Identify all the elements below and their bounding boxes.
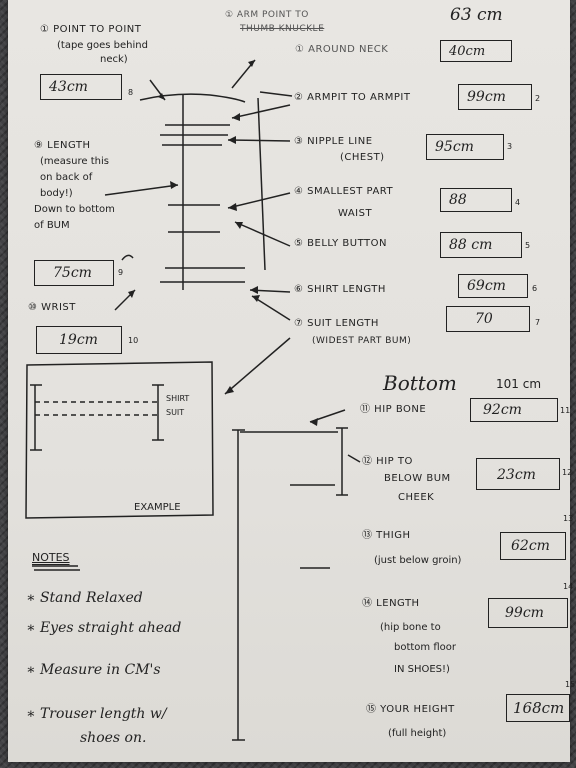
length-l3: on back of bbox=[40, 172, 93, 183]
length-l6: of BUM bbox=[34, 220, 70, 231]
note-3: ∗ Measure in CM's bbox=[26, 662, 161, 678]
armpit-num: 2 bbox=[535, 94, 541, 103]
neck-label: ① AROUND NECK bbox=[295, 44, 389, 55]
thigh-value: 62cm bbox=[500, 532, 566, 560]
shirt-length-value: 69cm bbox=[458, 274, 528, 298]
hip-bone-label: ⑪ HIP BONE bbox=[360, 404, 427, 415]
waist-num: 4 bbox=[515, 198, 521, 207]
suit-length-sub: (WIDEST PART BUM) bbox=[312, 336, 412, 346]
neck-value: 40cm bbox=[440, 40, 512, 62]
hip-to-below-label: ⑫ HIP TO bbox=[362, 456, 413, 467]
nipple-value: 95cm bbox=[426, 134, 504, 160]
arm-label-2: THUMB KNUCKLE bbox=[240, 24, 325, 34]
example-label: EXAMPLE bbox=[134, 502, 181, 513]
length-l4: body!) bbox=[40, 188, 73, 199]
hip-to-below-sub: BELOW Bum bbox=[384, 473, 451, 484]
hip-to-below-num: 12 bbox=[562, 468, 573, 477]
hip-to-below-sub2: CHEEK bbox=[398, 492, 435, 503]
suit-length-num: 7 bbox=[535, 318, 541, 327]
leg-length-label: ⑭ LENGTH bbox=[362, 598, 420, 609]
length-num: 9 bbox=[118, 268, 124, 277]
length-value: 75cm bbox=[34, 260, 114, 286]
armpit-label: ② ARMPIT to ARMPIT bbox=[294, 92, 411, 103]
note-1: ∗ Stand Relaxed bbox=[26, 590, 143, 606]
shirt-length-num: 6 bbox=[532, 284, 538, 293]
belly-value: 88 cm bbox=[440, 232, 522, 258]
suit-length-label: ⑦ SUIT LENGTH bbox=[294, 318, 379, 329]
note-5: shoes on. bbox=[80, 730, 147, 746]
nipple-label: ③ NIPPLE LINE bbox=[294, 136, 373, 147]
leg-length-num: 14 bbox=[563, 582, 574, 591]
shirt-length-label: ⑥ SHIRT LENGTH bbox=[294, 284, 386, 295]
wrist-label: ⑩ WRIST bbox=[28, 302, 76, 313]
hip-to-below-value: 23cm bbox=[476, 458, 560, 490]
waist-value: 88 bbox=[440, 188, 512, 212]
wrist-num: 10 bbox=[128, 336, 139, 345]
suit-length-value: 70 bbox=[446, 306, 530, 332]
belly-label: ⑤ BELLY BUTTON bbox=[294, 238, 387, 249]
waist-sub: WAIST bbox=[338, 208, 373, 219]
length-l5: Down to bottom bbox=[34, 204, 115, 215]
point-to-point-sub: (tape goes behind bbox=[57, 40, 148, 51]
hip-bone-num: 11 bbox=[560, 406, 571, 415]
measurement-sheet bbox=[8, 0, 570, 762]
length-l2: (measure this bbox=[40, 156, 109, 167]
note-2: ∗ Eyes straight ahead bbox=[26, 620, 182, 636]
waist-label: ④ SMALLEST PART bbox=[294, 186, 394, 197]
point-to-point-value: 43cm bbox=[40, 74, 122, 100]
height-sub: (full height) bbox=[388, 728, 447, 739]
point-to-point-label: ① POINT TO POINT bbox=[40, 24, 142, 35]
thigh-num: 13 bbox=[563, 514, 574, 523]
wrist-value: 19cm bbox=[36, 326, 122, 354]
height-value: 168cm bbox=[506, 694, 570, 722]
length-label: ⑨ LENGTH bbox=[34, 140, 91, 151]
leg-length-sub3: IN SHOES!) bbox=[394, 664, 450, 675]
armpit-value: 99cm bbox=[458, 84, 532, 110]
thigh-label: ⑬ THIGH bbox=[362, 530, 411, 541]
bottom-extra: 101 cm bbox=[496, 377, 542, 391]
belly-num: 5 bbox=[525, 241, 531, 250]
leg-length-sub2: bottom floor bbox=[394, 642, 456, 653]
bottom-title: Bottom bbox=[383, 371, 457, 395]
height-label: ⑮ YOUR HEIGHT bbox=[366, 704, 455, 715]
thigh-sub: (just below groin) bbox=[374, 555, 462, 566]
height-num: 15 bbox=[565, 680, 576, 689]
nipple-sub: (CHEST) bbox=[340, 152, 385, 163]
leg-length-value: 99cm bbox=[488, 598, 568, 628]
point-to-point-sub2: neck) bbox=[100, 54, 128, 65]
leg-length-sub: (hip bone to bbox=[380, 622, 441, 633]
arm-value: 63 cm bbox=[450, 5, 503, 25]
notes-title: NOTES bbox=[32, 551, 70, 564]
arm-label: ① ARM POINT TO bbox=[225, 10, 309, 20]
example-suit: SUIT bbox=[166, 408, 185, 417]
note-4: ∗ Trouser length w/ bbox=[26, 706, 167, 722]
example-shirt: SHIRT bbox=[166, 394, 190, 403]
hip-bone-value: 92cm bbox=[470, 398, 558, 422]
point-to-point-num: 8 bbox=[128, 88, 134, 97]
nipple-num: 3 bbox=[507, 142, 513, 151]
